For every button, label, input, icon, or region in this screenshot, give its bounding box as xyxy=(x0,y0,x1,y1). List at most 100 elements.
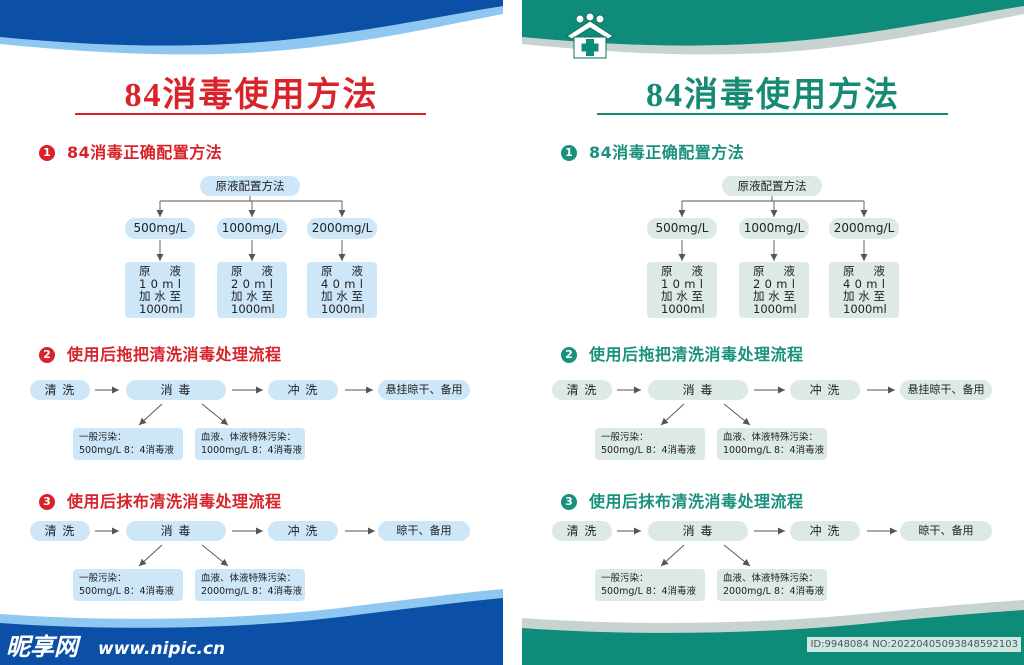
cloth-case-general: 一般污染： 500mg/L 8：4消毒液 xyxy=(595,569,705,601)
watermark-url: www.nipic.cn xyxy=(98,639,226,659)
case-detail: 1000mg/L 8：4消毒液 xyxy=(201,445,303,456)
stock-solution-box: 原液配置方法 xyxy=(722,176,822,196)
case-detail: 2000mg/L 8：4消毒液 xyxy=(723,586,825,597)
dilution-box-500: 原 液 1 0 m l 加 水 至 1000ml xyxy=(647,262,717,318)
section-3-number-badge: 3 xyxy=(561,494,577,510)
case-detail: 500mg/L 8：4消毒液 xyxy=(79,445,175,456)
mop-step-wash: 清 洗 xyxy=(552,380,612,400)
dilution-line: 1000ml xyxy=(661,301,705,316)
dilution-box-2000: 原 液 4 0 m l 加 水 至 1000ml xyxy=(307,262,377,318)
title-underline xyxy=(75,113,426,115)
case-title: 血液、体液特殊污染： xyxy=(723,432,819,443)
poster-title: 84消毒使用方法 xyxy=(646,77,900,114)
mop-case-general: 一般污染： 500mg/L 8：4消毒液 xyxy=(595,428,705,460)
case-detail: 500mg/L 8：4消毒液 xyxy=(601,586,697,597)
arrow-down-right-icon xyxy=(723,403,751,426)
mop-step-rinse: 冲 洗 xyxy=(790,380,860,400)
mop-step-rinse: 冲 洗 xyxy=(268,380,338,400)
concentration-pill-2000: 2000mg/L xyxy=(829,218,899,239)
section-1-heading: 84消毒正确配置方法 xyxy=(589,143,745,162)
flow-connectors xyxy=(95,196,375,567)
case-detail: 500mg/L 8：4消毒液 xyxy=(79,586,175,597)
mop-step-dry: 悬挂晾干、备用 xyxy=(900,380,992,400)
arrow-down-left-icon xyxy=(660,403,685,426)
section-1-heading: 84消毒正确配置方法 xyxy=(67,143,223,162)
cloth-step-wash: 清 洗 xyxy=(552,521,612,541)
dilution-line: 2 0 m l xyxy=(231,276,273,291)
mop-case-blood: 血液、体液特殊污染： 1000mg/L 8：4消毒液 xyxy=(195,428,305,460)
dilution-box-2000: 原 液 4 0 m l 加 水 至 1000ml xyxy=(829,262,899,318)
dilution-line: 1000ml xyxy=(231,301,275,316)
cloth-step-disinfect: 消 毒 xyxy=(648,521,748,541)
dilution-box-1000: 原 液 2 0 m l 加 水 至 1000ml xyxy=(739,262,809,318)
cloth-case-general: 一般污染： 500mg/L 8：4消毒液 xyxy=(73,569,183,601)
dilution-line: 2 0 m l xyxy=(753,276,795,291)
arrow-down-left-icon xyxy=(138,403,163,426)
cloth-step-rinse: 冲 洗 xyxy=(268,521,338,541)
mop-step-disinfect: 消 毒 xyxy=(648,380,748,400)
case-title: 一般污染： xyxy=(79,432,127,443)
case-detail: 1000mg/L 8：4消毒液 xyxy=(723,445,825,456)
case-detail: 500mg/L 8：4消毒液 xyxy=(601,445,697,456)
watermark-id: ID:9948084 NO:20220405093848592103 xyxy=(807,637,1021,652)
arrow-down-right-icon xyxy=(723,544,751,567)
section-3-heading: 使用后抹布清洗消毒处理流程 xyxy=(67,492,282,511)
arrow-down-right-icon xyxy=(201,544,229,567)
dilution-line: 原 液 xyxy=(753,264,795,278)
dilution-box-500: 原 液 1 0 m l 加 水 至 1000ml xyxy=(125,262,195,318)
dilution-line: 原 液 xyxy=(843,264,885,278)
section-1-number-badge: 1 xyxy=(39,145,55,161)
flow-connectors xyxy=(617,196,897,567)
cloth-step-rinse: 冲 洗 xyxy=(790,521,860,541)
section-2-heading: 使用后拖把清洗消毒处理流程 xyxy=(589,345,804,364)
mop-step-wash: 清 洗 xyxy=(30,380,90,400)
mop-case-general: 一般污染： 500mg/L 8：4消毒液 xyxy=(73,428,183,460)
cloth-step-wash: 清 洗 xyxy=(30,521,90,541)
top-wave-band xyxy=(522,6,1024,55)
wave-background xyxy=(0,0,503,665)
cloth-case-blood: 血液、体液特殊污染： 2000mg/L 8：4消毒液 xyxy=(717,569,827,601)
dilution-line: 加 水 至 xyxy=(231,289,273,303)
dilution-line: 原 液 xyxy=(661,264,703,278)
section-3-number-badge: 3 xyxy=(39,494,55,510)
cloth-step-disinfect: 消 毒 xyxy=(126,521,226,541)
dilution-line: 加 水 至 xyxy=(321,289,363,303)
right-poster-panel: 84消毒使用方法 1 84消毒正确配置方法 原液配置方法 500mg/L 100… xyxy=(522,0,1024,665)
dilution-line: 1000ml xyxy=(843,301,887,316)
poster-title: 84消毒使用方法 xyxy=(124,77,379,114)
arrow-down-left-icon xyxy=(660,544,685,567)
dilution-line: 4 0 m l xyxy=(321,276,363,291)
top-wave xyxy=(522,0,1024,46)
section-2-number-badge: 2 xyxy=(39,347,55,363)
concentration-pill-1000: 1000mg/L xyxy=(217,218,287,239)
dilution-line: 加 水 至 xyxy=(843,289,885,303)
stock-solution-box: 原液配置方法 xyxy=(200,176,300,196)
mop-step-disinfect: 消 毒 xyxy=(126,380,226,400)
watermark-site-name: 昵享网 xyxy=(6,633,78,661)
case-title: 一般污染： xyxy=(601,573,649,584)
section-2-heading: 使用后拖把清洗消毒处理流程 xyxy=(67,345,282,364)
dilution-line: 4 0 m l xyxy=(843,276,885,291)
medical-house-logo-icon xyxy=(566,12,614,59)
section-3-heading: 使用后抹布清洗消毒处理流程 xyxy=(589,492,804,511)
dilution-line: 1000ml xyxy=(321,301,365,316)
concentration-pill-500: 500mg/L xyxy=(125,218,195,239)
left-poster-panel: 84消毒使用方法 1 84消毒正确配置方法 原液配置方法 500mg/L 100… xyxy=(0,0,503,665)
cloth-step-dry: 晾干、备用 xyxy=(378,521,470,541)
dilution-line: 原 液 xyxy=(231,264,273,278)
dilution-line: 加 水 至 xyxy=(661,289,703,303)
top-wave xyxy=(0,0,503,46)
arrow-down-right-icon xyxy=(201,403,229,426)
dilution-line: 加 水 至 xyxy=(139,289,181,303)
bottom-wave xyxy=(0,598,503,665)
arrow-down-left-icon xyxy=(138,544,163,567)
section-1-number-badge: 1 xyxy=(561,145,577,161)
dilution-box-1000: 原 液 2 0 m l 加 水 至 1000ml xyxy=(217,262,287,318)
concentration-pill-500: 500mg/L xyxy=(647,218,717,239)
mop-step-dry: 悬挂晾干、备用 xyxy=(378,380,470,400)
dilution-line: 1000ml xyxy=(139,301,183,316)
title-underline xyxy=(597,113,948,115)
case-title: 一般污染： xyxy=(79,573,127,584)
cloth-case-blood: 血液、体液特殊污染： 2000mg/L 8：4消毒液 xyxy=(195,569,305,601)
dilution-line: 原 液 xyxy=(139,264,181,278)
